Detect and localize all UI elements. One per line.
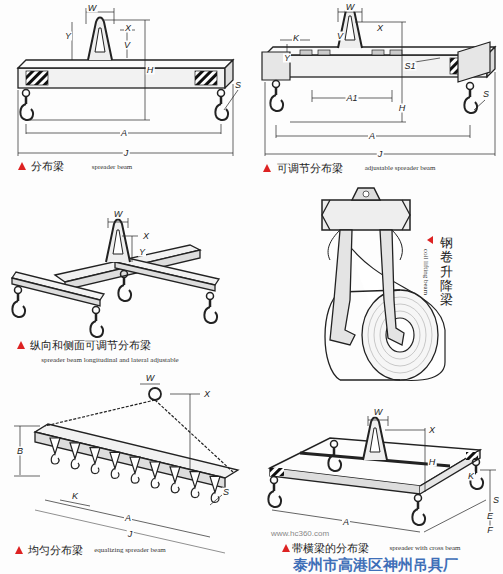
caption-chinese: 均匀分布梁 xyxy=(28,545,83,556)
watermark-url: www.hc360.com xyxy=(271,530,329,538)
dimension-letter: Y xyxy=(283,54,291,63)
dimension-letter: K xyxy=(292,34,300,43)
dimension-letter: J xyxy=(127,530,134,539)
dimension-letter: X xyxy=(142,232,150,241)
hook xyxy=(71,459,79,469)
dimension-letter: S xyxy=(492,496,500,505)
hook-plate xyxy=(210,476,220,492)
dimension-letter: Y xyxy=(64,32,72,41)
dimension-letter: A1 xyxy=(345,94,358,103)
vertical-caption-english: coil lifting beam xyxy=(422,249,429,295)
dimension-letter: S1 xyxy=(403,62,416,71)
dimension-letter: W xyxy=(113,210,124,219)
hook xyxy=(91,464,99,474)
hook-plate xyxy=(170,467,180,483)
hook-plate xyxy=(50,438,60,454)
caption-chinese: 可调节分布梁 xyxy=(277,163,343,174)
dimension-letter: B xyxy=(16,447,24,456)
dimension-letter: A xyxy=(342,518,350,527)
dimension-letter: S xyxy=(222,488,230,497)
dimension-letter: E xyxy=(486,512,494,521)
caption-english: spreader beam longitudinal and lateral a… xyxy=(41,357,178,364)
dimension-letter: W xyxy=(87,4,98,13)
hook-plate xyxy=(150,462,160,478)
dimension-letter: S xyxy=(482,90,490,99)
dimension-letter: A xyxy=(120,129,128,138)
hook-plate xyxy=(70,443,80,459)
hook-plate xyxy=(190,472,200,488)
hook xyxy=(51,454,59,464)
dimension-letter: J xyxy=(377,150,384,159)
dimension-letter: X xyxy=(376,24,384,33)
caption-english: spreader beam xyxy=(92,164,133,171)
hook xyxy=(131,473,139,483)
dimension-letter: Y xyxy=(138,248,146,257)
dimension-letter: A xyxy=(124,514,132,523)
dimension-letter: X xyxy=(428,426,436,435)
dimension-letter: V xyxy=(123,41,131,50)
dimension-letter: J xyxy=(123,149,130,158)
dimension-letter: X xyxy=(203,390,211,399)
dimension-letter: A xyxy=(368,132,376,141)
hook-plate xyxy=(110,452,120,468)
hook xyxy=(151,478,159,488)
caption-chinese: 带横梁的分布梁 xyxy=(292,543,369,554)
dimension-letter: F xyxy=(486,526,494,535)
hook-plate xyxy=(90,448,100,464)
hook xyxy=(171,483,179,493)
caption-english: spreader with cross beam xyxy=(390,545,461,552)
caption-english: equalizing spreader beam xyxy=(94,547,166,554)
dimension-letter: H xyxy=(398,104,407,113)
dimension-letter: V xyxy=(336,32,344,41)
vertical-caption-chinese: 钢卷升降梁 xyxy=(440,236,453,307)
dimension-letter: H xyxy=(146,66,155,75)
dimension-letter: K xyxy=(71,492,79,501)
dimension-letter: W xyxy=(145,374,156,383)
dimension-letter: H xyxy=(428,458,437,467)
hook xyxy=(191,488,199,498)
dimension-letter: S xyxy=(234,81,242,90)
caption-chinese: 分布梁 xyxy=(31,161,64,172)
hook-plate xyxy=(130,457,140,473)
caption-english: adjustable spreader beam xyxy=(365,165,436,172)
hook xyxy=(111,468,119,478)
dimension-letter: W xyxy=(373,408,384,417)
dimension-letter: W xyxy=(345,3,356,12)
dimension-letter: K xyxy=(467,472,475,481)
dimension-letter: X xyxy=(124,24,132,33)
caption-chinese: 纵向和侧面可调节分布梁 xyxy=(30,340,151,351)
watermark: 泰州市高港区神州吊具厂 xyxy=(293,557,458,572)
